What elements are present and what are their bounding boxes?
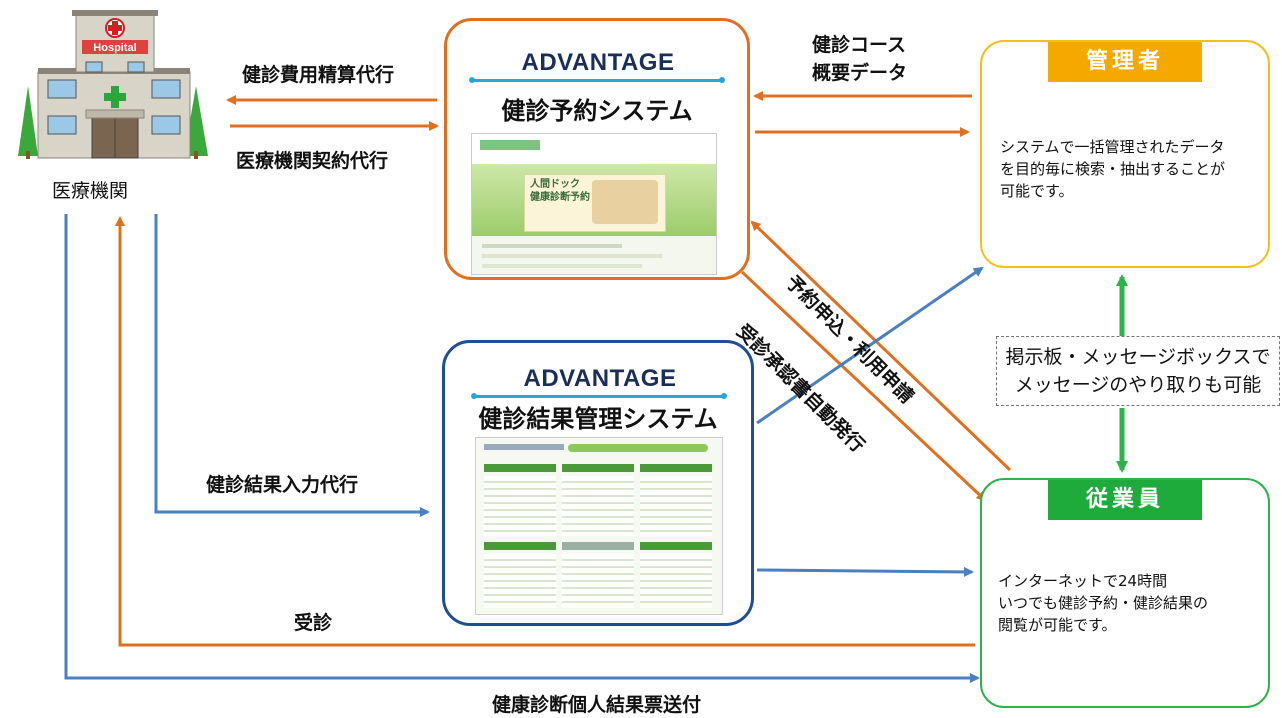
arrow-visit xyxy=(115,216,975,647)
message-board-line-1: 掲示板・メッセージボックスで xyxy=(1005,346,1271,368)
label-result-input: 健診結果入力代行 xyxy=(206,474,359,496)
reservation-system-box: ADVANTAGE 健診予約システム 人間ドック 健康診断予約 xyxy=(444,18,750,280)
hospital-building-icon: Hospital xyxy=(18,10,208,159)
employee-description-line-2: いつでも健診予約・健診結果の xyxy=(998,594,1209,612)
employee-description-line-1: インターネットで24時間 xyxy=(998,572,1168,590)
arrow-result-input xyxy=(154,214,430,517)
label-contract-agency: 医療機関契約代行 xyxy=(236,150,389,172)
reservation-system-title: 健診予約システム xyxy=(501,97,693,125)
employee-description-line-3: 閲覧が可能です。 xyxy=(998,616,1117,634)
employee-title: 従業員 xyxy=(1048,480,1202,520)
results-screenshot xyxy=(475,437,723,615)
arrow-approval-issue xyxy=(740,270,987,502)
label-course-data-1: 健診コース xyxy=(812,34,907,56)
label-course-data-2: 概要データ xyxy=(812,62,908,84)
hospital-sign: Hospital xyxy=(93,42,136,54)
employee-box: 従業員 インターネットで24時間 いつでも健診予約・健診結果の 閲覧が可能です。 xyxy=(980,478,1270,708)
results-brand-text: ADVANTAGE xyxy=(523,365,677,392)
arrow-results-to-admin xyxy=(756,266,984,425)
results-system-title: 健診結果管理システム xyxy=(478,405,718,433)
admin-title: 管理者 xyxy=(1048,42,1202,82)
arrow-results-to-employee xyxy=(756,566,974,577)
reservation-brand-logo: ADVANTAGE xyxy=(465,49,731,89)
employee-description: インターネットで24時間 いつでも健診予約・健診結果の 閲覧が可能です。 xyxy=(998,570,1208,636)
label-billing-agency: 健診費用精算代行 xyxy=(242,64,395,86)
label-personal-result-send: 健康診断個人結果票送付 xyxy=(492,694,702,716)
reservation-screenshot-banner: 人間ドック 健康診断予約 xyxy=(530,179,590,203)
reservation-screenshot: 人間ドック 健康診断予約 xyxy=(471,133,717,275)
message-board-note: 掲示板・メッセージボックスで メッセージのやり取りも可能 xyxy=(996,336,1280,406)
results-brand-logo: ADVANTAGE xyxy=(467,365,733,405)
message-board-line-2: メッセージのやり取りも可能 xyxy=(1014,374,1262,396)
hospital-label: 医療機関 xyxy=(52,180,129,202)
results-system-box: ADVANTAGE 健診結果管理システム xyxy=(442,340,754,626)
arrow-personal-result xyxy=(64,214,980,683)
arrow-reservation-apply xyxy=(750,220,1012,472)
reservation-brand-text: ADVANTAGE xyxy=(521,49,675,76)
admin-box: 管理者 システムで一括管理されたデータを目的毎に検索・抽出することが可能です。 xyxy=(980,40,1270,268)
admin-description: システムで一括管理されたデータを目的毎に検索・抽出することが可能です。 xyxy=(1000,138,1226,200)
label-visit: 受診 xyxy=(294,612,333,634)
